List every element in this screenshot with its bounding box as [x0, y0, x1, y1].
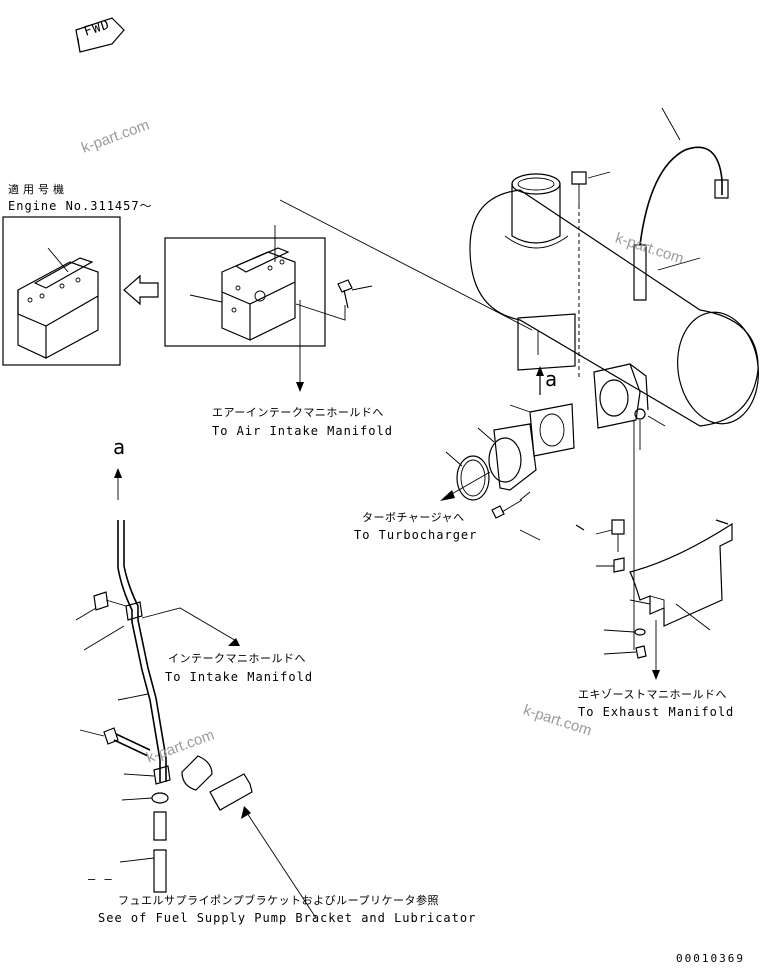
support-bracket: [575, 519, 733, 659]
label-air-intake-en: To Air Intake Manifold: [212, 424, 393, 438]
label-turbo-en: To Turbocharger: [354, 528, 478, 542]
label-turbo-jp: ターボチャージャへ: [362, 511, 465, 524]
turbo-flange-set: [445, 403, 575, 541]
label-fuel-en: See of Fuel Supply Pump Bracket and Lubr…: [98, 911, 477, 925]
small-dashes: – –: [88, 872, 113, 886]
muffler: [469, 107, 759, 450]
view-ref-letter-a: a: [113, 435, 127, 459]
bolt-center: [337, 279, 373, 309]
drawing-number: 00010369: [676, 952, 745, 965]
inset-box-current: [164, 237, 326, 347]
lube-pipe: [75, 468, 253, 893]
bracket-drawing-current: [189, 225, 296, 341]
label-intake-jp: インテークマニホールドへ: [168, 652, 306, 665]
label-exhaust-jp: エキゾーストマニホールドへ: [578, 688, 727, 701]
bracket-drawing-inset: [17, 247, 99, 359]
label-exhaust-en: To Exhaust Manifold: [578, 705, 735, 719]
label-air-intake-jp: エアーインテークマニホールドへ: [212, 406, 384, 419]
applicable-label-jp: 適用号機: [8, 183, 68, 196]
view-ref-arrow-letter-a: a: [545, 367, 559, 391]
inset-arrow: [123, 274, 159, 306]
inset-box-engine: [2, 216, 121, 366]
applicable-label-en: Engine No.311457～: [8, 199, 153, 213]
label-intake-en: To Intake Manifold: [165, 670, 314, 684]
label-fuel-jp: フュエルサプライポンプブラケットおよびループリケータ参照: [118, 894, 440, 907]
fwd-sign: [75, 17, 125, 53]
